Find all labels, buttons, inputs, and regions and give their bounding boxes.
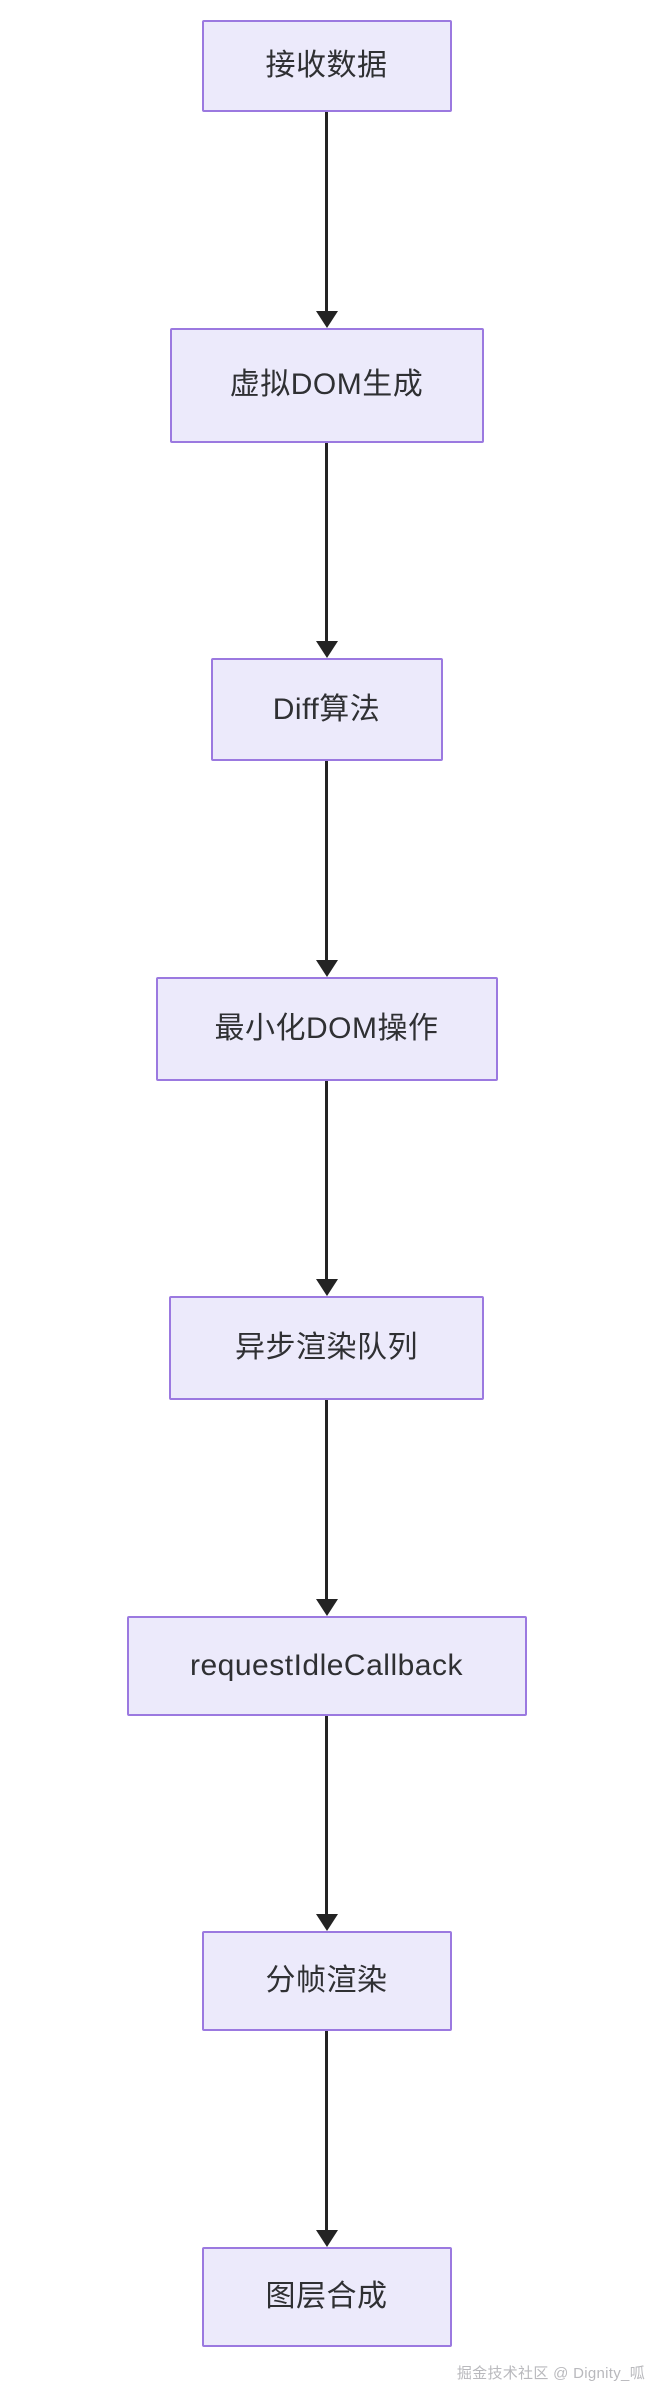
watermark: 掘金技术社区 @ Dignity_呱 [456, 2365, 645, 2382]
arrowhead-icon [315, 1598, 338, 1616]
arrowhead-icon [315, 2229, 338, 2247]
arrowhead-icon [315, 1279, 338, 1297]
flow-node-n2[interactable]: 虚拟DOM生成 [169, 327, 484, 443]
flow-node-label: 分帧渲染 [265, 1964, 388, 1998]
flow-node-label: 异步渲染队列 [235, 1331, 418, 1365]
flow-edge-n6-to-n7 [315, 1715, 338, 1932]
flow-node-label: 虚拟DOM生成 [229, 368, 424, 402]
flow-edge-n7-to-n8 [315, 2031, 338, 2247]
flow-edge-n5-to-n6 [315, 1400, 338, 1616]
flow-node-n5[interactable]: 异步渲染队列 [169, 1296, 484, 1401]
flow-node-n3[interactable]: Diff算法 [210, 658, 443, 762]
edge-line [325, 2031, 328, 2231]
edge-line [325, 1715, 328, 1916]
flow-node-n6[interactable]: requestIdleCallback [126, 1615, 527, 1716]
flow-edge-n3-to-n4 [315, 761, 338, 977]
edge-line [325, 1400, 328, 1600]
flow-edge-n1-to-n2 [315, 112, 338, 328]
flow-node-label: 图层合成 [265, 2279, 388, 2313]
flow-node-label: requestIdleCallback [190, 1648, 463, 1682]
arrowhead-icon [315, 310, 338, 328]
arrowhead-icon [315, 641, 338, 659]
flow-edge-n2-to-n3 [315, 442, 338, 659]
flow-node-n7[interactable]: 分帧渲染 [201, 1931, 452, 2032]
edge-line [325, 761, 328, 961]
edge-line [325, 112, 328, 312]
edge-line [325, 442, 328, 643]
flow-node-n1[interactable]: 接收数据 [201, 20, 452, 112]
flow-edge-n4-to-n5 [315, 1080, 338, 1297]
flow-node-label: 接收数据 [265, 49, 388, 82]
flow-node-label: 最小化DOM操作 [214, 1011, 439, 1045]
arrowhead-icon [315, 959, 338, 977]
arrowhead-icon [315, 1914, 338, 1932]
flow-node-n8[interactable]: 图层合成 [201, 2246, 452, 2347]
flow-node-label: Diff算法 [272, 692, 381, 726]
flow-node-n4[interactable]: 最小化DOM操作 [155, 976, 498, 1081]
edge-line [325, 1080, 328, 1281]
